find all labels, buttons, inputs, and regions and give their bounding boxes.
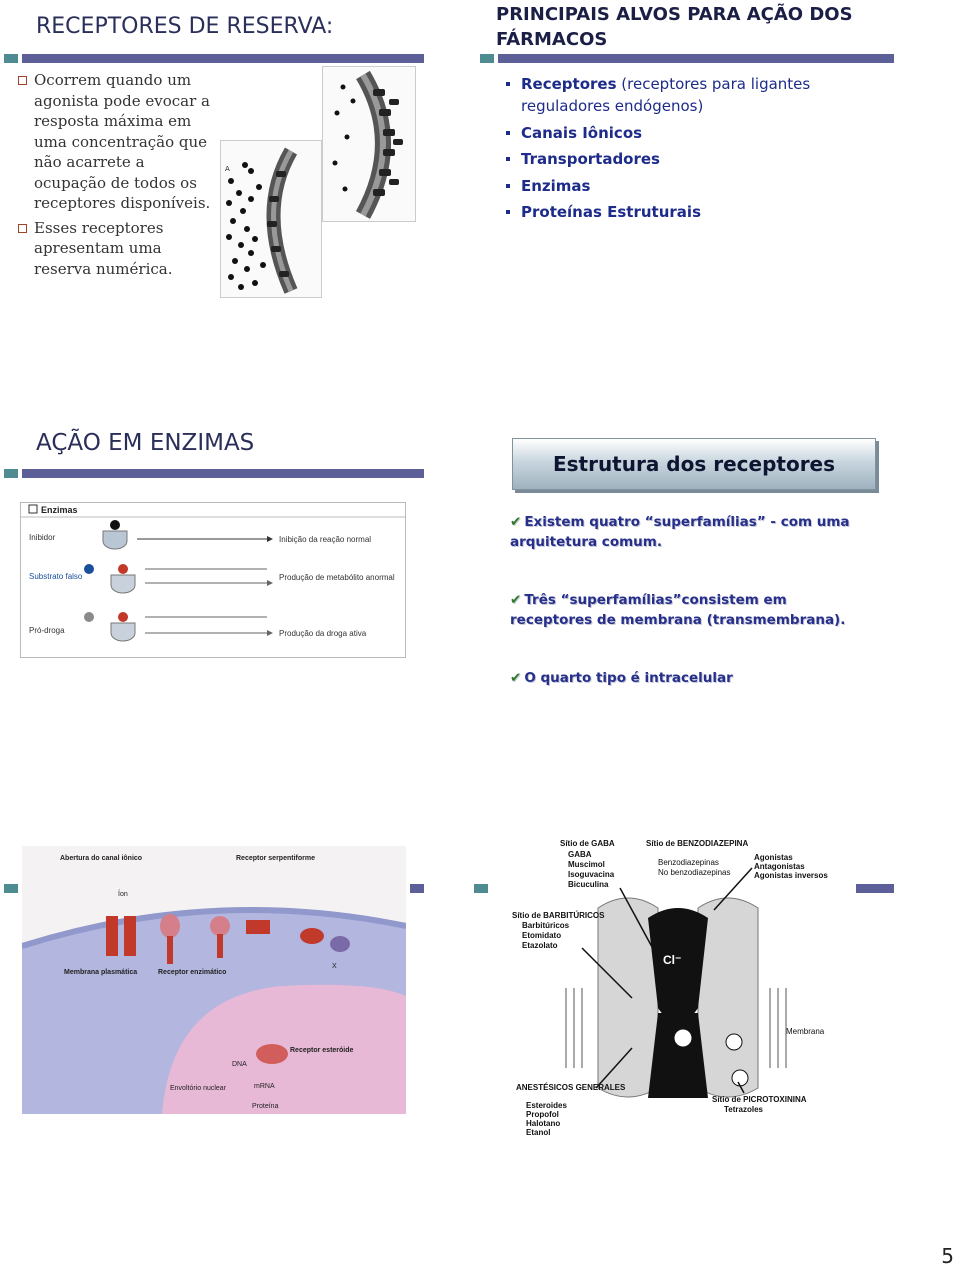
svg-text:Agonistas: Agonistas xyxy=(754,853,793,862)
svg-text:Bicuculina: Bicuculina xyxy=(568,880,609,889)
receptor-reserve-figure-a: A xyxy=(220,140,322,298)
bullet-icon xyxy=(506,82,510,86)
site-labels: Sítio de GABA GABA Muscimol Isoguvacina … xyxy=(512,839,828,1137)
slide1-title: RECEPTORES DE RESERVA: xyxy=(36,14,334,39)
gaba-site-label: Sítio de GABA xyxy=(560,839,615,848)
enzyme-row-left: Substrato falso xyxy=(29,572,83,581)
slide3-title: AÇÃO EM ENZIMAS xyxy=(36,430,255,456)
page-number: 5 xyxy=(941,1244,954,1268)
enzymatic-label: Receptor enzimático xyxy=(158,969,226,976)
enzyme-row-left: Inibidor xyxy=(29,533,56,542)
svg-text:Muscimol: Muscimol xyxy=(568,860,605,869)
enzyme-row-right: Inibição da reação normal xyxy=(279,535,371,544)
enzyme-row-right: Produção da droga ativa xyxy=(279,629,367,638)
svg-text:Agonistas inversos: Agonistas inversos xyxy=(754,871,828,880)
slide5-accent-tab xyxy=(4,884,18,893)
bullet-icon xyxy=(506,130,510,135)
protein-label: Proteína xyxy=(252,1103,279,1110)
checklist-item: ✔O quarto tipo é intracelular xyxy=(510,670,733,686)
svg-text:Barbitúricos: Barbitúricos xyxy=(522,921,570,930)
slide3-accent-tab xyxy=(4,469,18,478)
slide5-accent-rule xyxy=(410,884,424,893)
picrotoxinin-site-label: Sítio de PICROTOXININA xyxy=(712,1095,807,1104)
enzyme-action-figure: Enzimas Inibidor Inibição da reação norm… xyxy=(20,502,406,658)
membrane-label: Membrana plasmática xyxy=(64,969,137,976)
svg-text:GABA: GABA xyxy=(568,850,592,859)
svg-text:Esteroides: Esteroides xyxy=(526,1101,567,1110)
anesthetics-label: ANESTÉSICOS GENERALES xyxy=(516,1083,626,1092)
svg-text:Tetrazoles: Tetrazoles xyxy=(724,1105,764,1114)
slide2-accent-rule xyxy=(498,54,894,63)
chloride-label: Cl⁻ xyxy=(663,953,681,967)
slide3-accent-rule xyxy=(22,469,424,478)
svg-text:Propofol: Propofol xyxy=(526,1110,559,1119)
drug-targets-list: Receptores (receptores para ligantes reg… xyxy=(506,73,836,228)
checkmark-icon: ✔ xyxy=(510,670,522,686)
drug-target-item: Enzimas xyxy=(506,175,836,197)
svg-text:Halotano: Halotano xyxy=(526,1119,560,1128)
checkbox-square-icon xyxy=(28,504,38,514)
checkmark-icon: ✔ xyxy=(510,514,522,530)
steroid-label: Receptor esteróide xyxy=(290,1047,354,1054)
dna-label: DNA xyxy=(232,1061,247,1068)
slide1-bullet: Esses receptores apresentam uma reserva … xyxy=(18,218,218,280)
slide2-accent-tab xyxy=(480,54,494,63)
square-bullet-icon xyxy=(18,223,27,233)
x-label: X xyxy=(332,963,337,970)
svg-text:No benzodiazepinas: No benzodiazepinas xyxy=(658,868,731,877)
receptor-structure-title-box: Estrutura dos receptores xyxy=(512,438,876,490)
svg-text:Etanol: Etanol xyxy=(526,1128,550,1137)
drug-target-item: Receptores (receptores para ligantes reg… xyxy=(506,73,836,117)
enzyme-figure-header: Enzimas xyxy=(41,505,78,515)
barbiturate-site-label: Sítio de BARBITÚRICOS xyxy=(512,911,605,920)
slide1-bullet-list: Ocorrem quando um agonista pode evocar a… xyxy=(18,70,218,283)
drug-target-item: Canais Iônicos xyxy=(506,122,836,144)
checklist-item: ✔Existem quatro “superfamílias” - com um… xyxy=(510,514,850,550)
svg-text:Benzodiazepinas: Benzodiazepinas xyxy=(658,858,719,867)
slide6-accent-rule xyxy=(856,884,894,893)
nucleus-label: Envoltório nuclear xyxy=(170,1085,227,1092)
slide6-accent-tab xyxy=(474,884,488,893)
receptor-reserve-figure-b xyxy=(322,66,416,222)
serpentine-label: Receptor serpentiforme xyxy=(236,855,315,862)
slide1-accent-rule xyxy=(22,54,424,63)
slide1-bullet: Ocorrem quando um agonista pode evocar a… xyxy=(18,70,218,214)
drug-target-item: Proteínas Estruturais xyxy=(506,201,836,223)
checkmark-icon: ✔ xyxy=(510,592,522,608)
svg-text:Etazolato: Etazolato xyxy=(522,941,558,950)
checklist-item: ✔Três “superfamílias”consistem em recept… xyxy=(510,592,846,628)
square-bullet-icon xyxy=(18,76,27,85)
benzodiazepine-site-label: Sítio de BENZODIAZEPINA xyxy=(646,839,748,848)
slide2-title: PRINCIPAIS ALVOS PARA AÇÃO DOS FÁRMACOS xyxy=(496,4,853,50)
receptor-types-figure: Abertura do canal iônico Receptor serpen… xyxy=(22,846,406,1114)
svg-text:Etomidato: Etomidato xyxy=(522,931,561,940)
drug-target-item: Transportadores xyxy=(506,148,836,170)
enzyme-row-left: Pró-droga xyxy=(29,626,65,635)
bullet-icon xyxy=(506,157,510,161)
receptor-structure-checklist: ✔Existem quatro “superfamílias” - com um… xyxy=(510,512,870,726)
svg-text:Antagonistas: Antagonistas xyxy=(754,862,805,871)
svg-text:Isoguvacina: Isoguvacina xyxy=(568,870,615,879)
ion-channel-label: Abertura do canal iônico xyxy=(60,855,142,862)
figure-a-letter: A xyxy=(225,165,230,173)
bullet-icon xyxy=(506,183,510,188)
enzyme-row-right: Produção de metabólito anormal xyxy=(279,573,395,582)
slide1-accent-tab xyxy=(4,54,18,63)
membrane-label: Membrana xyxy=(786,1027,825,1036)
mrna-label: mRNA xyxy=(254,1083,275,1090)
gaba-receptor-figure: Cl⁻ Sítio de GABA GABA Muscimol Isoguvac… xyxy=(508,838,848,1140)
ion-label: Íon xyxy=(118,889,128,898)
bullet-icon xyxy=(506,210,510,214)
